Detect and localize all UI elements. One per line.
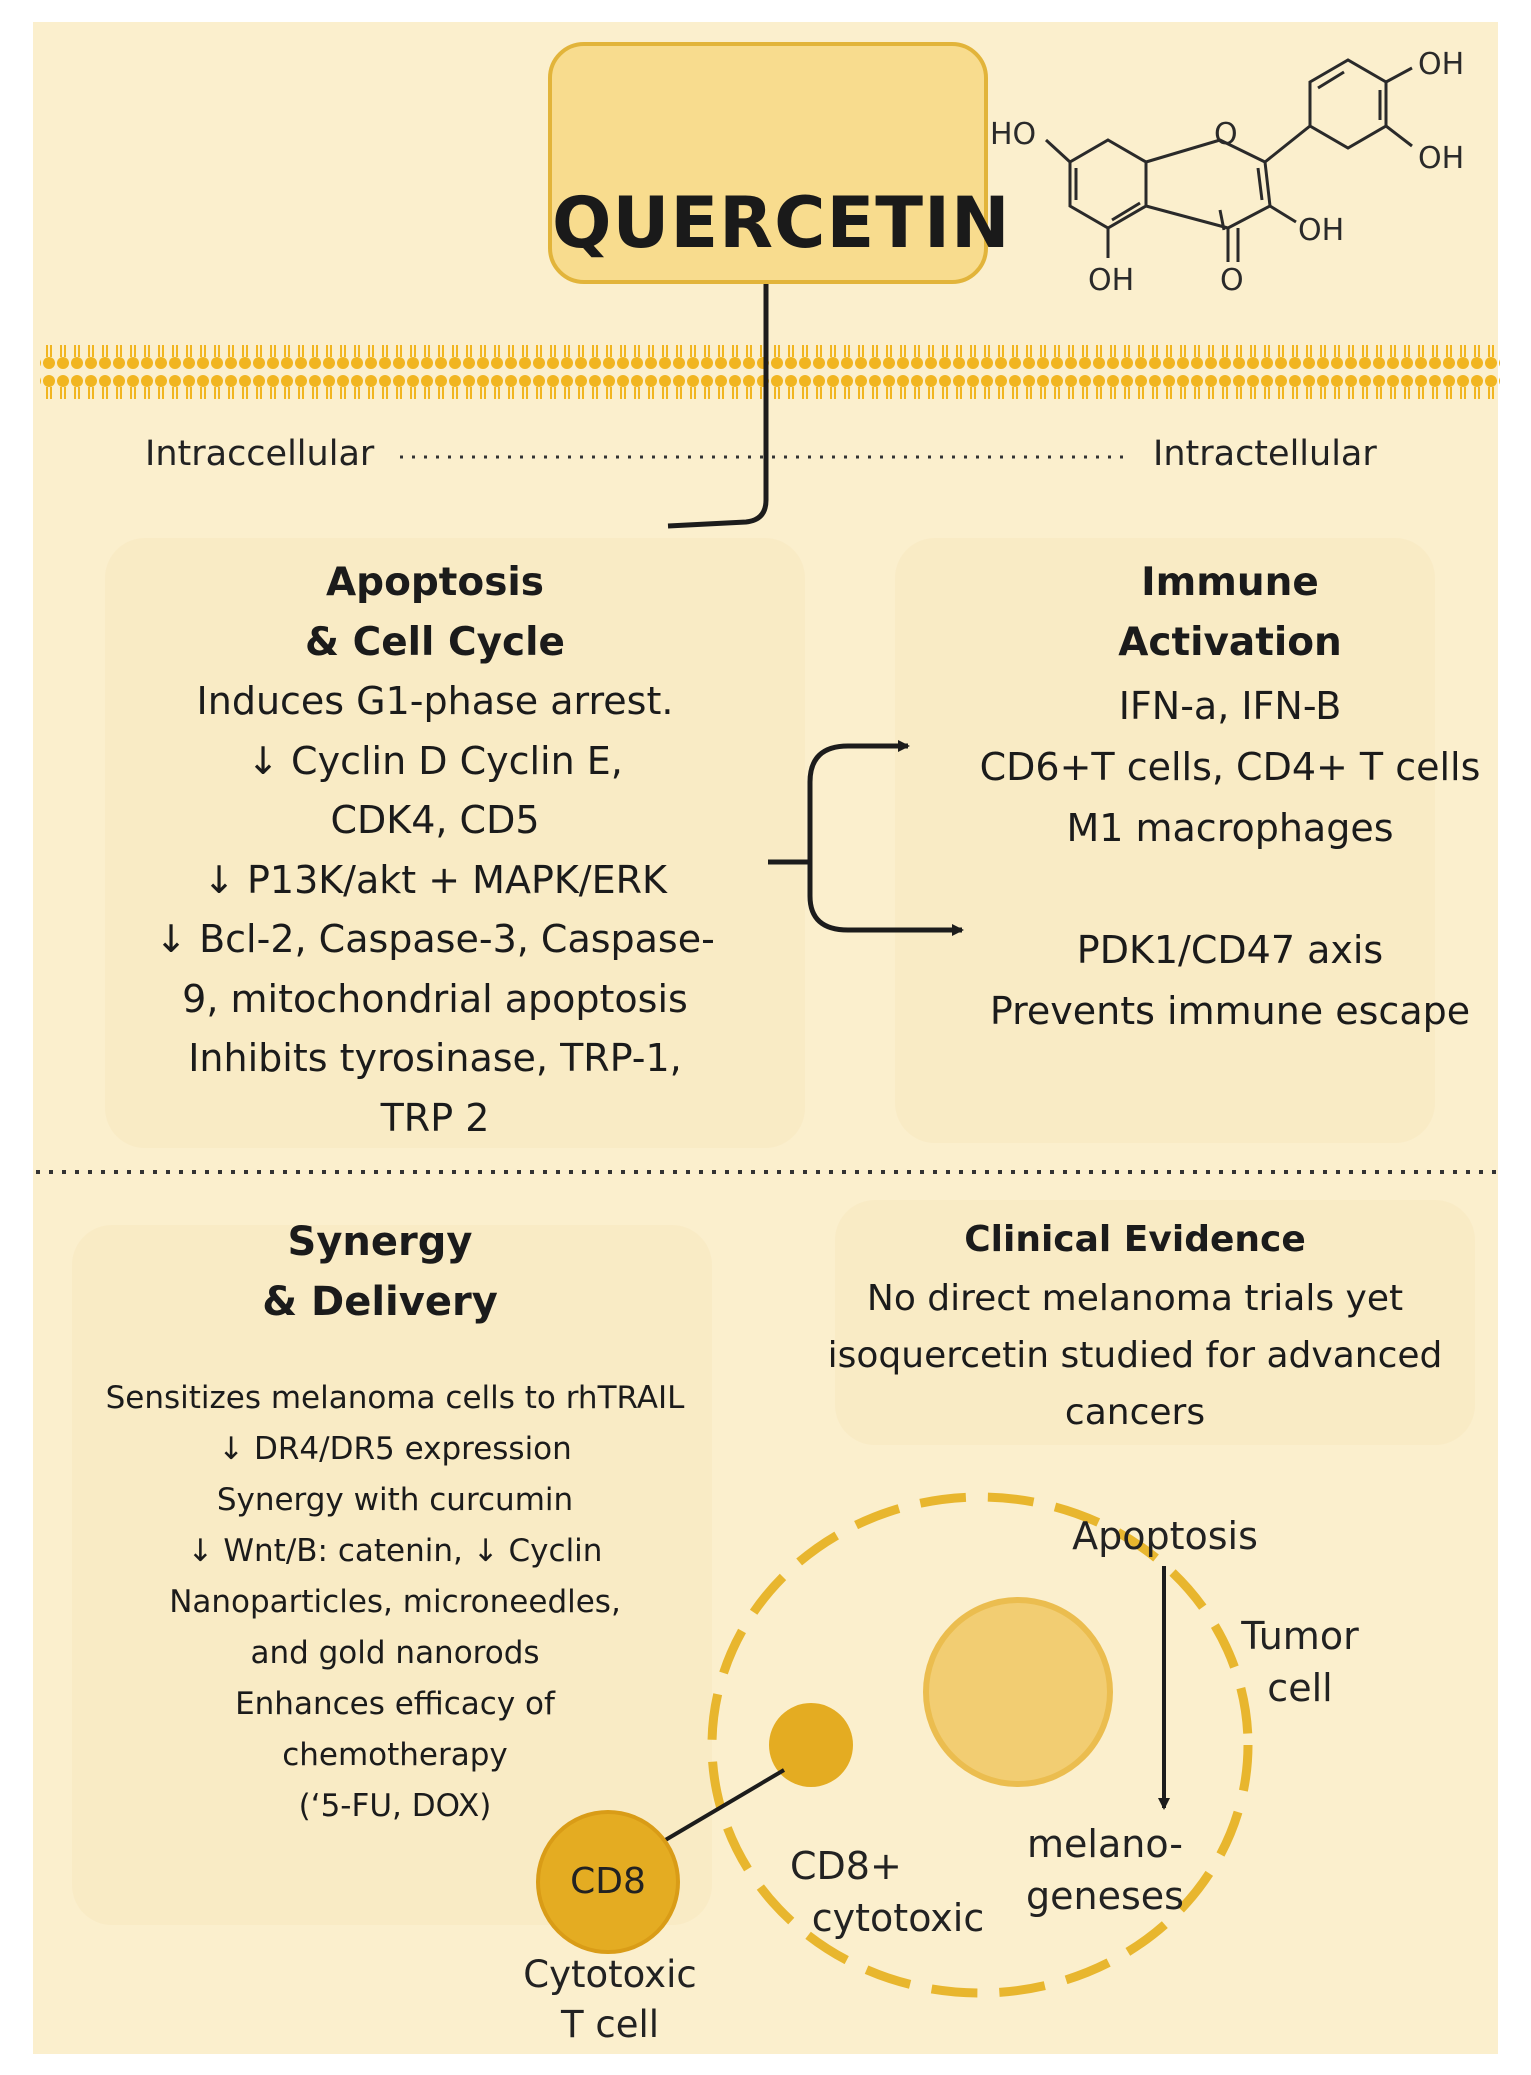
apoptosis-section-box [105,538,805,1148]
cd8-circle-label: CD8 [570,1861,646,1902]
apoptosis-title-line-2: & Cell Cycle [305,620,565,665]
intracellular-label-left: Intraccellular [145,434,375,474]
cell-membrane [40,345,1500,407]
immune-line-5: Prevents immune escape [989,989,1471,1033]
immune-section-box [895,538,1435,1143]
apoptosis-text: Induces G1-phase arrest. ↓ Cyclin D Cycl… [115,672,755,1148]
intracellular-label-right: Intractellular [1153,434,1377,474]
synergy-line-5: Nanoparticles, microneedles, [169,1584,621,1620]
ho-label: HO [990,117,1036,152]
clinical-title: Clinical Evidence [964,1219,1306,1260]
oh-label-3: OH [1298,213,1344,248]
synergy-title-line-2: & Delivery [262,1279,498,1325]
tumor-nucleus [923,1597,1113,1787]
tumor-label-line-1: Tumor [1241,1614,1359,1658]
clinical-text: No direct melanoma trials yet isoquercet… [780,1270,1490,1441]
melano-label-line-1: melano- [1027,1822,1183,1866]
carbonyl-oxygen-label: O [1220,263,1244,298]
immune-title-line-2: Activation [1118,620,1342,665]
branch-arrow-pdk1 [807,862,964,936]
oh-label-1: OH [1418,47,1464,82]
synergy-line-7: Enhances efficacy of [235,1686,555,1722]
cd8-cytotoxic-line-2: cytotoxic [811,1896,985,1940]
tumor-cell-label: Tumor cell [1210,1610,1390,1714]
cd8-inner-cell [769,1703,853,1787]
quercetin-logo-box: QUERCETIN [548,42,1011,284]
synergy-text: Sensitizes melanoma cells to rhTRAIL ↓ D… [50,1373,740,1832]
synergy-section-box [72,1225,712,1925]
synergy-line-3: Synergy with curcumin [216,1482,574,1518]
synergy-title: Synergy & Delivery [150,1212,610,1332]
apoptosis-line-2: ↓ Cyclin D Cyclin E, [247,738,623,783]
cd8-cytotoxic-line-1: CD8+ [790,1844,902,1888]
entry-path [667,284,769,529]
tumor-cell-diagram [536,1492,1253,1998]
apoptosis-line-4: ↓ P13K/akt + MAPK/ERK [203,857,667,902]
tcell-link [660,1768,786,1844]
oh-label-4: OH [1088,263,1134,298]
immune-group-2: PDK1/CD47 axis Prevents immune escape [965,920,1495,1042]
synergy-line-2: ↓ DR4/DR5 expression [218,1431,572,1467]
apoptosis-line-8: TRP 2 [380,1095,490,1140]
ring-oxygen-label: O [1214,117,1238,152]
clinical-line-1: No direct melanoma trials yet [866,1278,1404,1319]
clinical-line-3: cancers [1064,1392,1206,1433]
apoptosis-line-6: 9, mitochondrial apoptosis [182,976,688,1021]
molecule-structure [1044,58,1413,262]
cytotoxic-tcell-label: Cytotoxic T cell [500,1950,720,2050]
apoptosis-title-line-1: Apoptosis [325,560,545,605]
apoptosis-title: Apoptosis & Cell Cycle [160,553,710,673]
molecule-labels: OH OH HO O OH OH O [990,47,1464,298]
synergy-line-8: chemotherapy [282,1737,508,1773]
synergy-line-1: Sensitizes melanoma cells to rhTRAIL [105,1380,685,1416]
immune-title: Immune Activation [1000,553,1460,673]
immune-line-3: M1 macrophages [1066,806,1394,850]
immune-group-1: IFN-a, IFN-B CD6+T cells, CD4+ T cells M… [965,676,1495,859]
synergy-line-4: ↓ Wnt/B: catenin, ↓ Cyclin [187,1533,603,1569]
cd8-tcell-circle [536,1810,680,1954]
synergy-title-line-1: Synergy [287,1219,473,1265]
immune-title-line-1: Immune [1141,560,1319,605]
oh-label-2: OH [1418,141,1464,176]
tumor-cell-membrane [707,1492,1253,1998]
melanogenesis-label: melano- geneses [1000,1818,1210,1922]
tumor-label-line-2: cell [1267,1666,1333,1710]
synergy-line-9: (‘5-FU, DOX) [298,1788,492,1824]
cd8-cytotoxic-label: CD8+ cytotoxic [778,1840,1018,1944]
branch-arrow-immune [807,740,910,862]
tcell-label-line-2: T cell [560,2003,660,2046]
compound-name: QUERCETIN [552,182,1011,264]
apoptosis-line-7: Inhibits tyrosinase, TRP-1, [188,1036,682,1080]
immune-line-1: IFN-a, IFN-B [1118,684,1342,728]
apoptosis-line-1: Induces G1-phase arrest. [196,679,674,723]
immune-line-4: PDK1/CD47 axis [1076,928,1384,972]
melano-label-line-2: geneses [1026,1874,1184,1918]
clinical-section-box [835,1200,1475,1445]
clinical-line-2: isoquercetin studied for advanced [827,1335,1443,1376]
synergy-line-6: and gold nanorods [250,1635,540,1671]
immune-line-2: CD6+T cells, CD4+ T cells [979,745,1481,789]
apoptosis-line-5: ↓ Bcl-2, Caspase-3, Caspase- [155,917,715,961]
apoptosis-line-3: CDK4, CD5 [330,798,540,842]
cell-apoptosis-label: Apoptosis [1072,1514,1258,1558]
tcell-label-line-1: Cytotoxic [523,1953,697,1996]
